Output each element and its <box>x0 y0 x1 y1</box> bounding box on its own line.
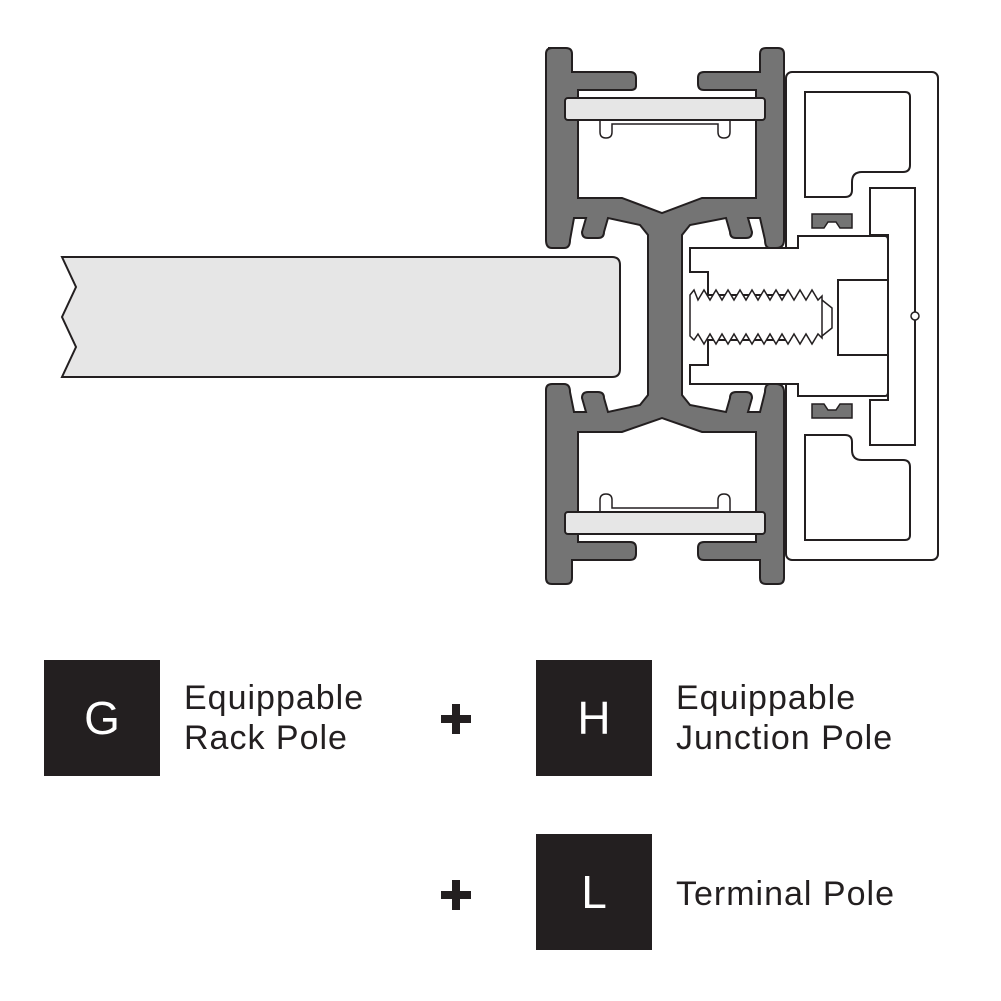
connector-upper-clip <box>811 213 853 229</box>
connector-body <box>689 235 889 397</box>
label-equippable-junction-pole: Equippable Junction Pole <box>676 678 893 758</box>
lower-rack-insert <box>564 511 766 535</box>
label-line: Junction Pole <box>676 719 894 757</box>
upper-insert-clips <box>599 120 731 139</box>
plus-icon <box>441 704 471 734</box>
panel-board <box>60 256 621 378</box>
label-terminal-pole: Terminal Pole <box>676 874 895 914</box>
profile-cross-section-diagram <box>60 47 939 585</box>
badge-l: L <box>536 834 652 950</box>
plus-icon <box>441 880 471 910</box>
connector-lower-clip <box>811 403 853 419</box>
end-cap-upper-chamber <box>804 91 911 198</box>
end-cap-notch <box>910 311 920 321</box>
end-cap-lower-chamber <box>804 434 911 541</box>
label-line: Terminal Pole <box>676 875 895 913</box>
label-line: Equippable <box>676 679 857 717</box>
badge-g: G <box>44 660 160 776</box>
screw-thread <box>689 288 823 346</box>
badge-h: H <box>536 660 652 776</box>
screw-tip <box>821 299 833 337</box>
lower-insert-clips <box>599 493 731 512</box>
upper-rack-insert <box>564 97 766 121</box>
label-line: Rack Pole <box>184 719 348 757</box>
main-pole-profile <box>545 47 785 585</box>
label-equippable-rack-pole: Equippable Rack Pole <box>184 678 364 758</box>
label-line: Equippable <box>184 679 365 717</box>
